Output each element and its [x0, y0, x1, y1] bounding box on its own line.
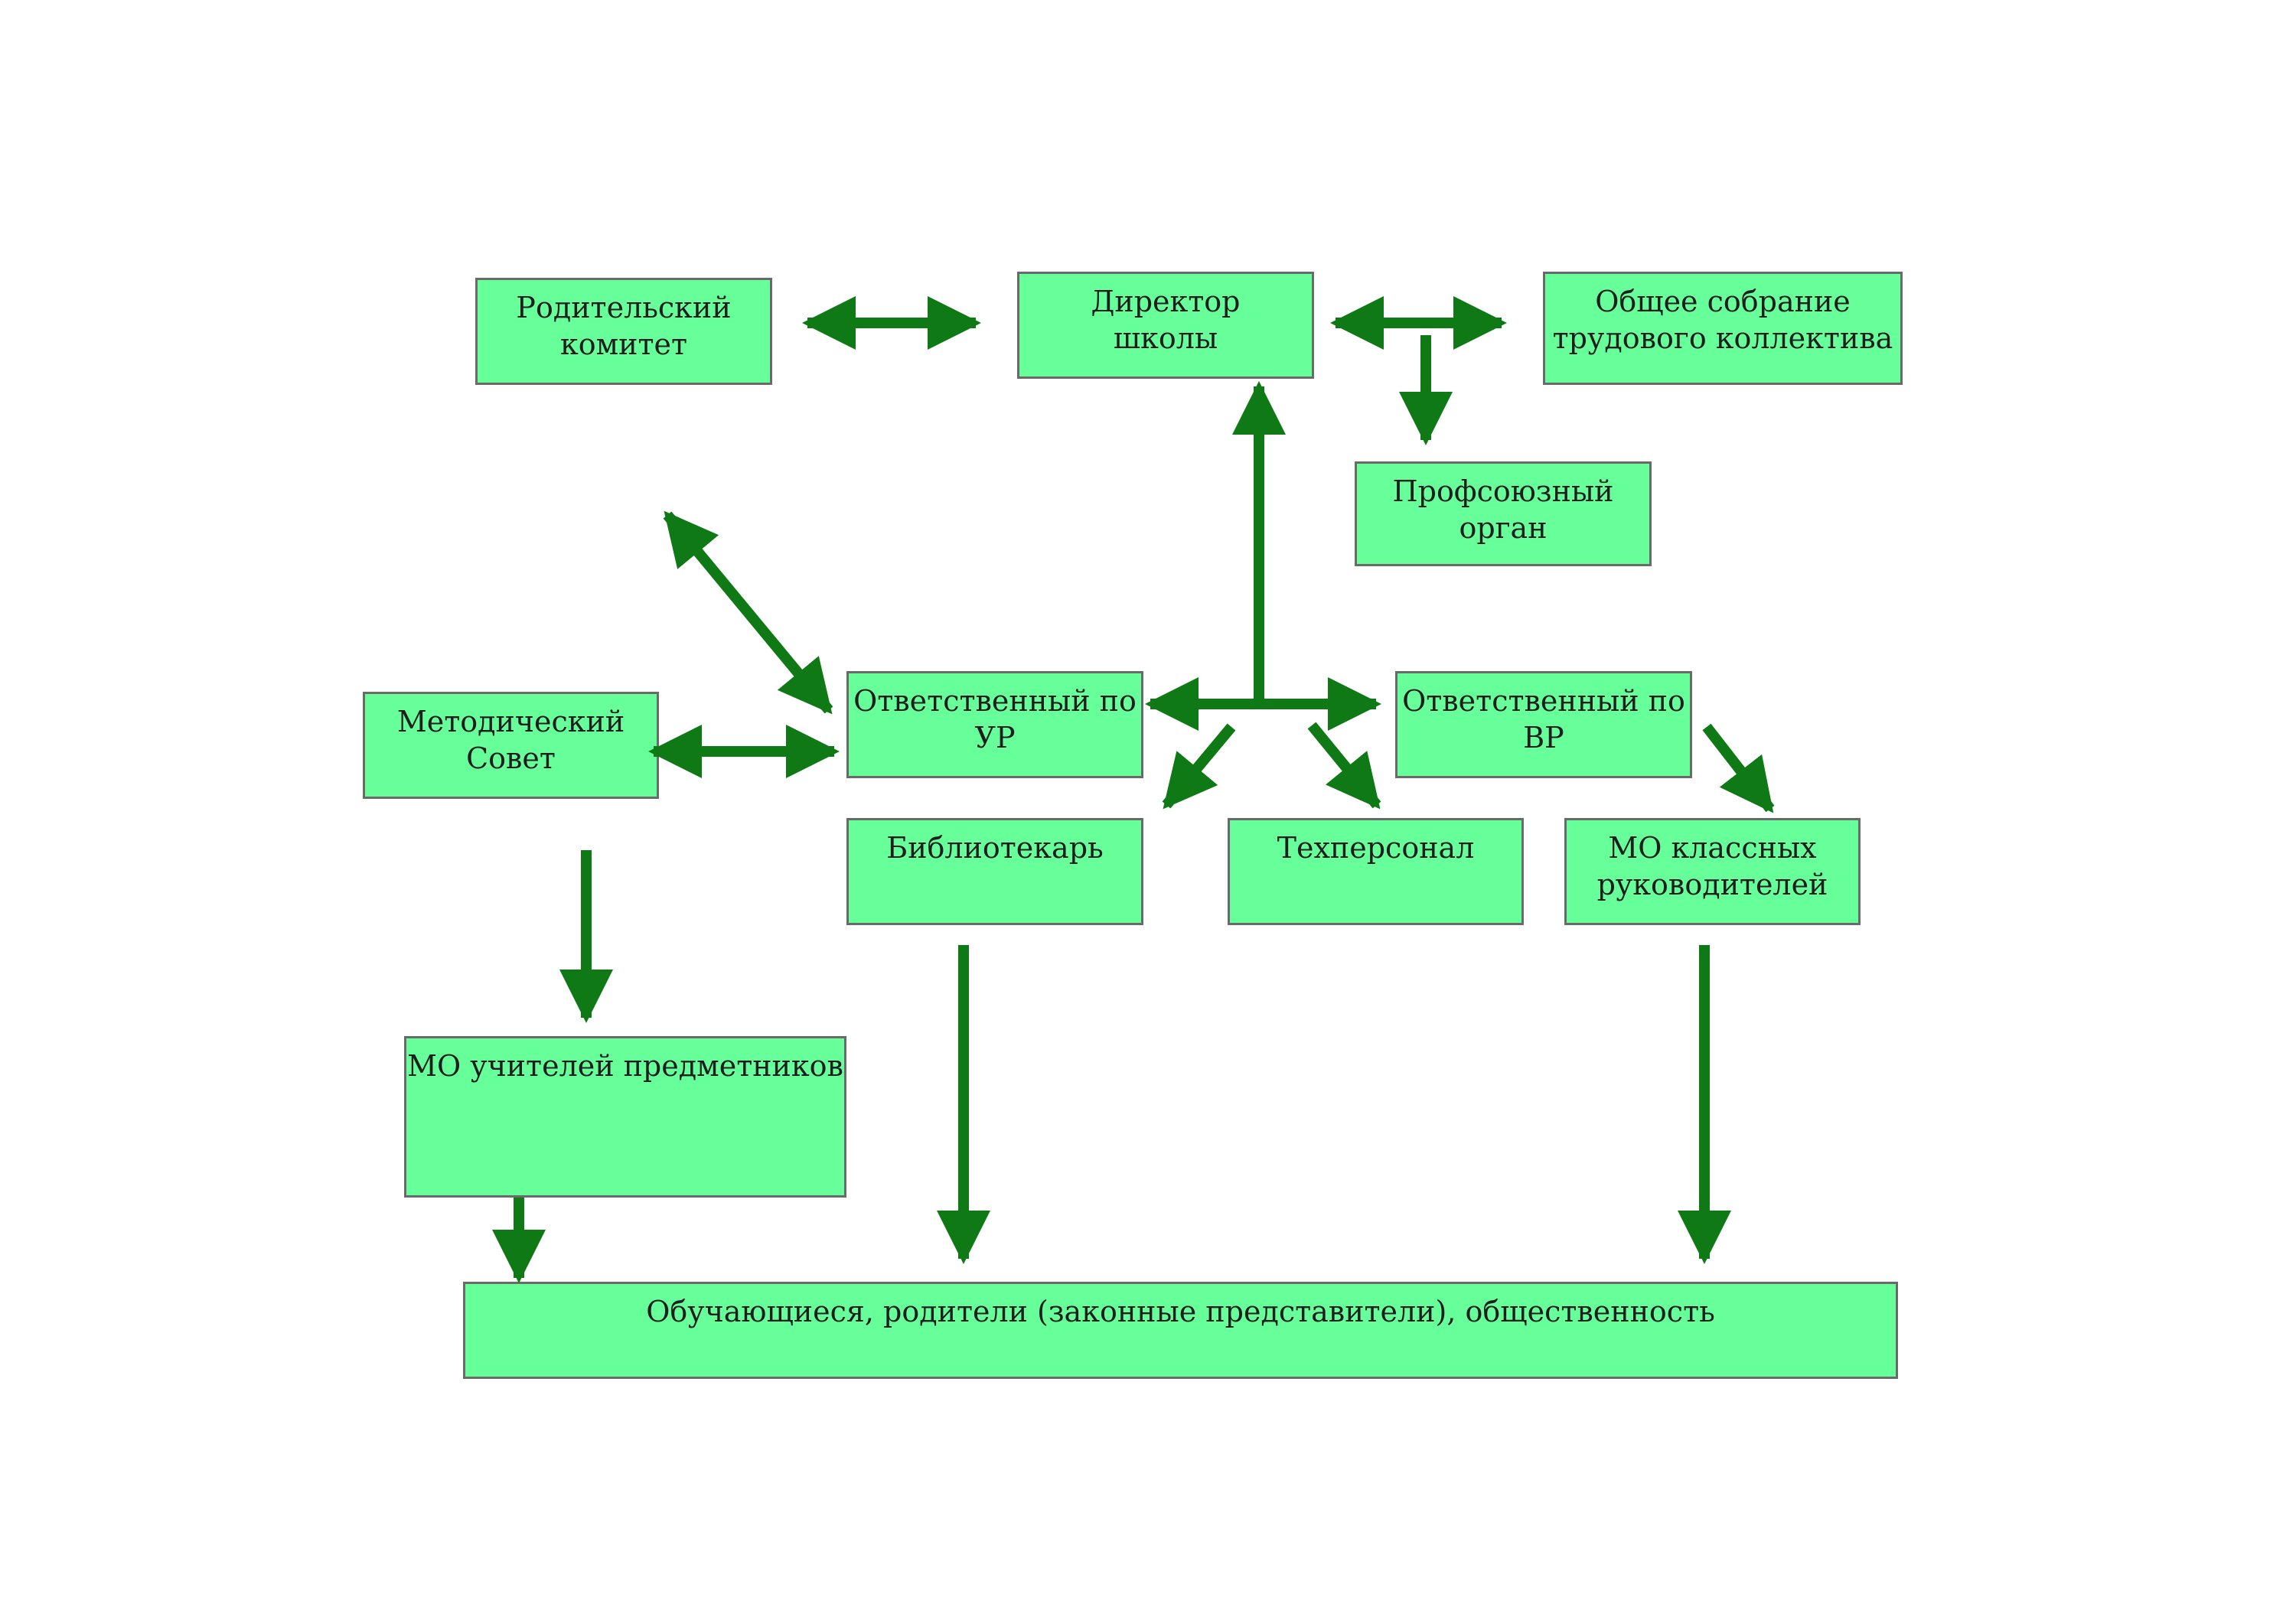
arrow-to-tech-staff: [1307, 722, 1381, 810]
node-trade-union: Профсоюзный орган: [1355, 461, 1652, 566]
node-mo-subject-teachers-label: МО учителей предметников: [407, 1049, 843, 1083]
node-mo-subject-teachers: МО учителей предметников: [404, 1036, 846, 1198]
node-director: Директор школы: [1017, 272, 1314, 379]
node-deputy-ur-label: Ответственный по УР: [853, 684, 1137, 754]
arrow-to-librarian: [1162, 723, 1236, 810]
node-parent-committee-label: Родительский комитет: [516, 291, 732, 361]
node-librarian: Библиотекарь: [846, 818, 1143, 925]
arrow-diagonal-to-deputy-ur: [663, 510, 833, 715]
arrow-deputy-vr-to-mo-class-teachers: [1702, 723, 1775, 813]
node-tech-staff: Техперсонал: [1228, 818, 1524, 925]
node-general-meeting: Общее собрание трудового коллектива: [1543, 272, 1903, 385]
node-parent-committee: Родительский комитет: [475, 278, 772, 385]
node-trade-union-label: Профсоюзный орган: [1392, 474, 1614, 545]
node-deputy-vr-label: Ответственный по ВР: [1402, 684, 1685, 754]
node-methodical-council: Методический Совет: [363, 692, 659, 799]
node-students-parents: Обучающиеся, родители (законные представ…: [463, 1282, 1898, 1379]
node-mo-class-teachers: МО классных руководителей: [1564, 818, 1861, 925]
node-director-label: Директор школы: [1091, 285, 1241, 355]
node-methodical-council-label: Методический Совет: [396, 705, 625, 775]
node-deputy-ur: Ответственный по УР: [846, 671, 1143, 778]
node-deputy-vr: Ответственный по ВР: [1395, 671, 1692, 778]
node-general-meeting-label: Общее собрание трудового коллектива: [1552, 285, 1893, 355]
node-students-parents-label: Обучающиеся, родители (законные представ…: [646, 1295, 1715, 1328]
node-tech-staff-label: Техперсонал: [1277, 831, 1475, 865]
node-librarian-label: Библиотекарь: [886, 831, 1104, 865]
node-mo-class-teachers-label: МО классных руководителей: [1596, 831, 1828, 901]
